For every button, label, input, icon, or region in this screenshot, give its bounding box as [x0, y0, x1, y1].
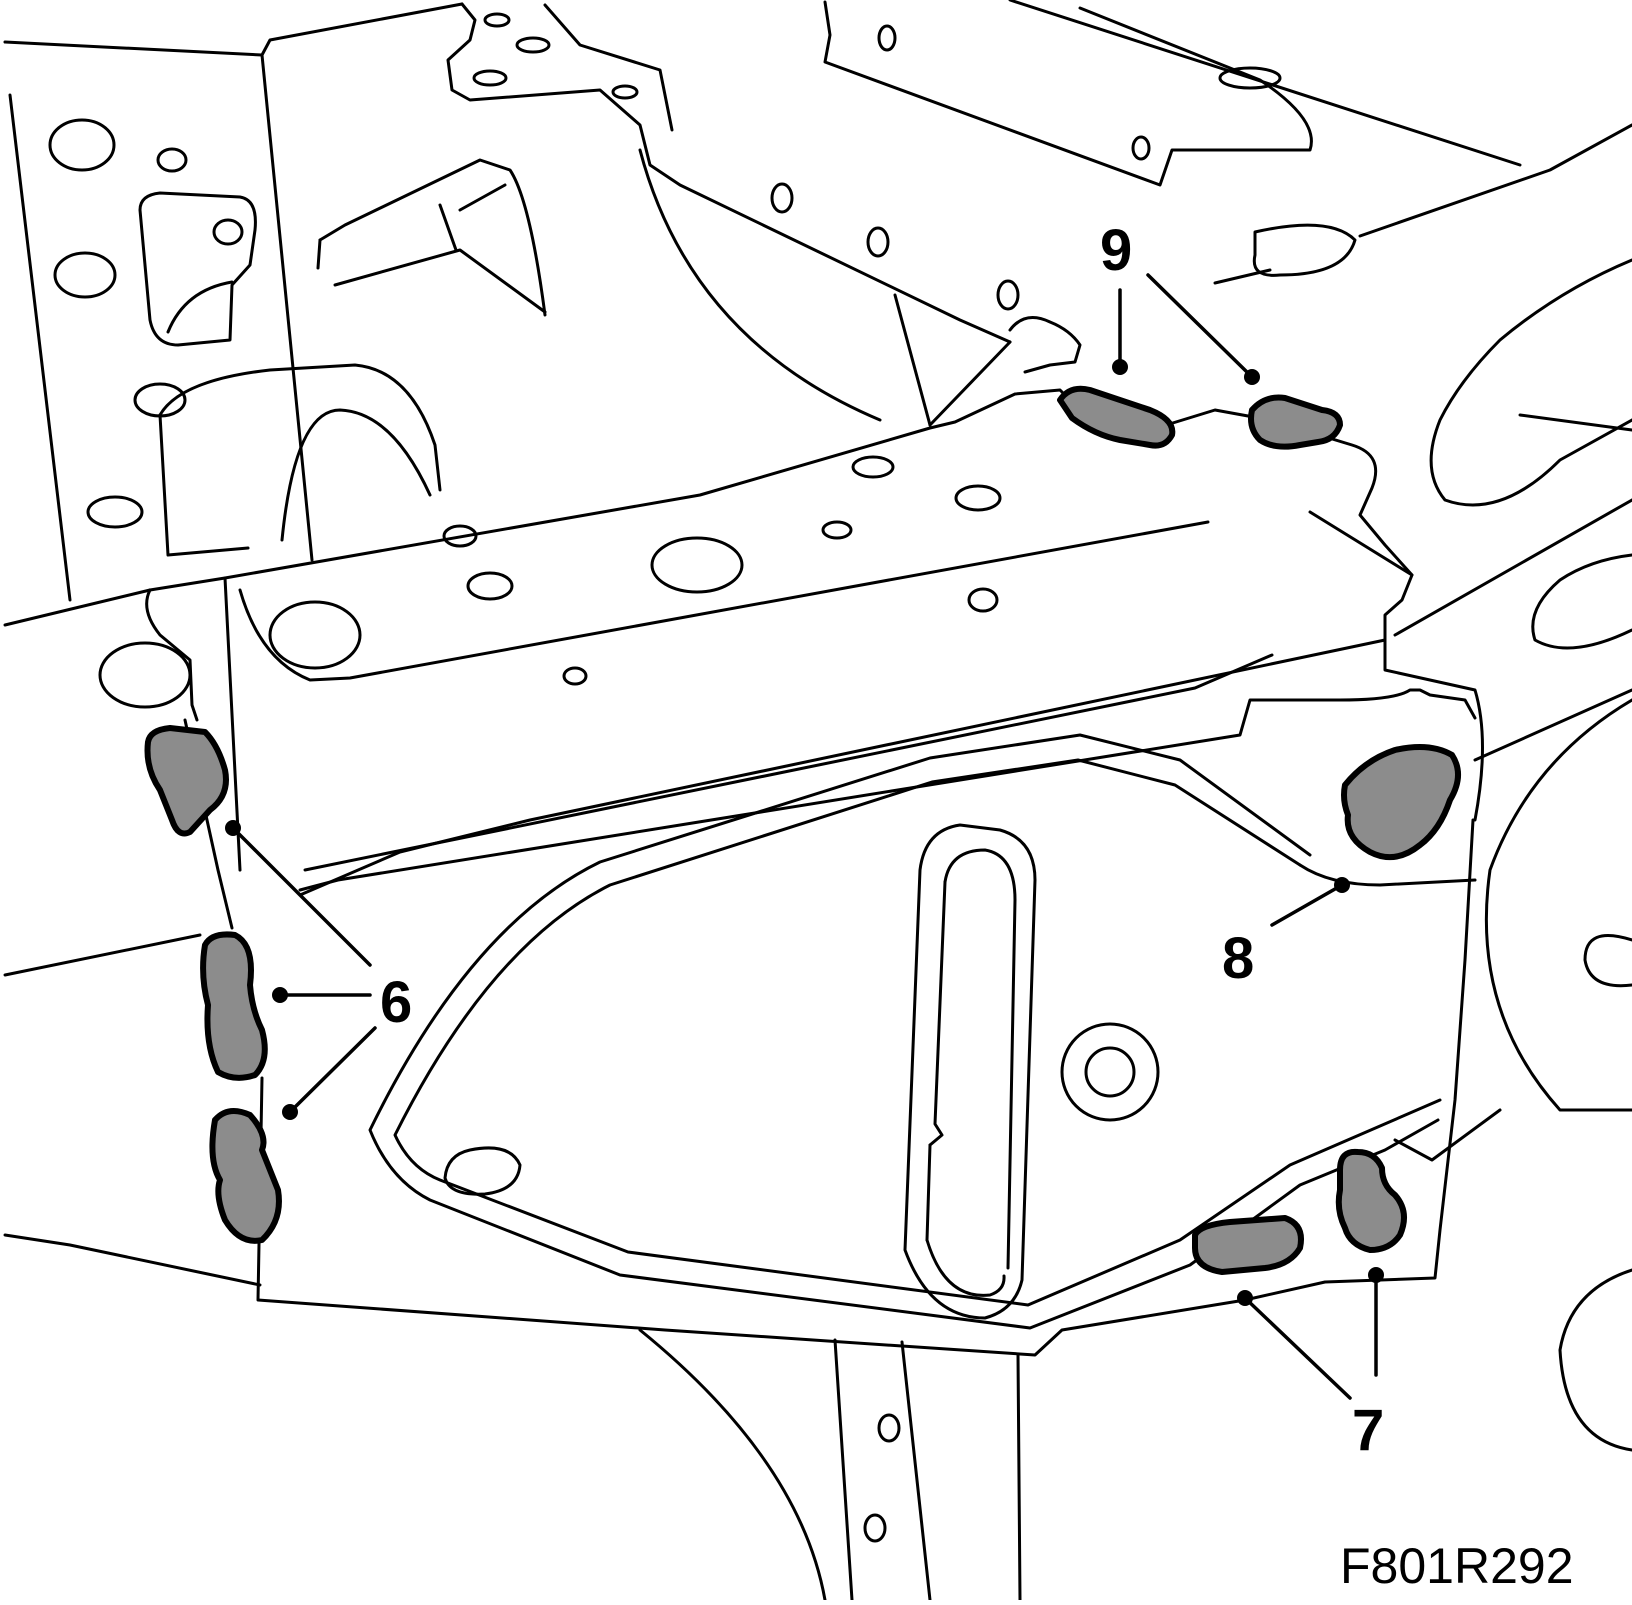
leader-9b [1146, 273, 1252, 377]
lower-structure [3, 588, 1022, 1602]
area-6-upper [144, 725, 229, 837]
leader-7a [1243, 1296, 1352, 1400]
area-6-lower [209, 1108, 282, 1244]
leader-6c [288, 1026, 377, 1114]
area-8 [1341, 743, 1461, 861]
area-7-left [1192, 1215, 1304, 1275]
main-rail-top-face [98, 388, 1484, 897]
upper-left-structure [3, 2, 547, 602]
area-7-right [1335, 1148, 1407, 1253]
callout-7: 7 [1352, 1398, 1384, 1463]
callout-6: 6 [380, 970, 412, 1035]
callout-8: 8 [1222, 926, 1254, 991]
area-9-right [1248, 394, 1343, 450]
right-side-structure [1393, 258, 1632, 1452]
area-9-left [1057, 385, 1176, 449]
upper-center-structure [446, 0, 1632, 427]
callout-labels: 6 7 8 9 F801R292 [380, 218, 1574, 1594]
highlighted-areas [144, 385, 1461, 1275]
leader-lines [225, 273, 1384, 1400]
leader-6a [231, 826, 372, 967]
leader-8 [1270, 883, 1344, 927]
figure-code: F801R292 [1340, 1538, 1574, 1594]
callout-9: 9 [1100, 218, 1132, 283]
area-6-middle [200, 931, 268, 1081]
